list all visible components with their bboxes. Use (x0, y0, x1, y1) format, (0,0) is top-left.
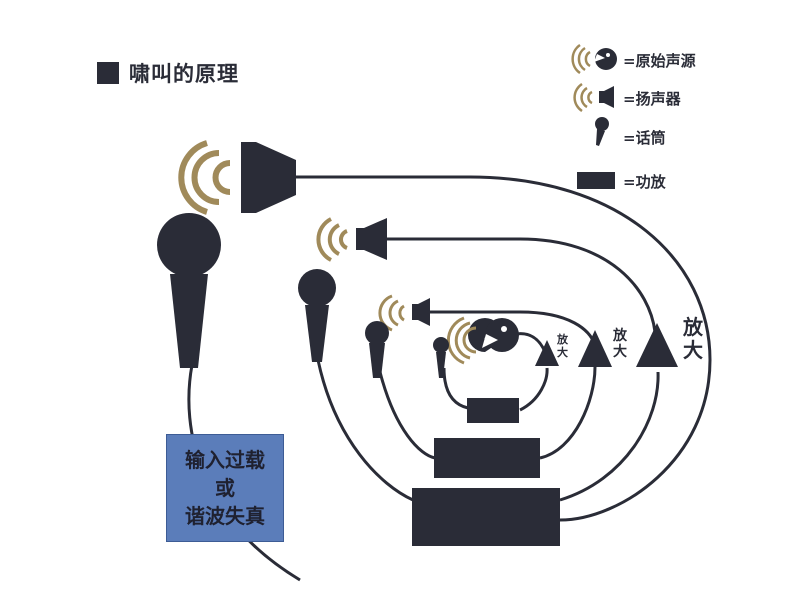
amp-triangle-small (535, 340, 559, 366)
note-line-3: 谐波失真 (185, 504, 265, 528)
power-amp-medium (434, 438, 540, 478)
amp-label-large-1: 放 (683, 315, 703, 339)
mic-large-icon (157, 213, 221, 368)
legend-source-icon (571, 43, 617, 75)
amp-triangle-medium (578, 330, 612, 367)
speaker-large-icon (178, 140, 296, 215)
legend-source-label: =原始声源 (623, 52, 696, 70)
power-amps (412, 398, 560, 546)
amp-label-large-2: 大 (683, 338, 703, 362)
legend-mic-icon (595, 117, 609, 146)
amp-label-medium: 放 大 (613, 328, 627, 360)
medium-mic-cable (378, 371, 436, 460)
mic-small-icon (365, 321, 389, 378)
speaker-small-icon (378, 294, 430, 332)
legend-speaker-icon (573, 82, 614, 113)
amp-label-small: 放 大 (557, 333, 568, 359)
large-mic-cable (316, 359, 414, 502)
sound-source-icon (446, 316, 519, 365)
title-square-icon (97, 62, 119, 84)
amp-label-medium-1: 放 (613, 328, 627, 344)
legend-amp-icon (577, 172, 615, 189)
medium-speaker-cable (387, 237, 657, 333)
power-amp-large (412, 488, 560, 546)
legend-mic-label: =话筒 (623, 129, 666, 147)
medium-box-cable (539, 366, 597, 460)
legend-amp-label: =功放 (623, 173, 666, 191)
microphones (157, 213, 449, 378)
amp-label-medium-2: 大 (613, 344, 627, 361)
power-amp-small (467, 398, 519, 423)
mic-tiny-icon (433, 337, 449, 378)
loop-inner-box-cable (519, 367, 549, 412)
large-box-cable (559, 371, 660, 502)
feedback-loops (187, 175, 712, 582)
amp-label-small-1: 放 (557, 333, 568, 346)
note-line-1: 输入过载 (185, 448, 265, 472)
diagram-title: 啸叫的原理 (97, 58, 239, 88)
note-line-2: 或 (215, 476, 235, 500)
mic-medium-icon (298, 269, 336, 362)
large-speaker-cable (296, 175, 712, 522)
legend-speaker-label: =扬声器 (623, 90, 681, 108)
title-text: 啸叫的原理 (129, 61, 239, 86)
small-mic-cable (442, 367, 469, 410)
speaker-medium-icon (316, 217, 387, 262)
legend-icons (571, 43, 617, 189)
amp-label-small-2: 大 (557, 345, 568, 359)
distortion-note-box: 输入过载 或 谐波失真 (166, 434, 284, 542)
amp-triangle-large (636, 323, 678, 367)
amplifier-triangles (535, 323, 678, 367)
amp-label-large: 放 大 (683, 316, 703, 362)
